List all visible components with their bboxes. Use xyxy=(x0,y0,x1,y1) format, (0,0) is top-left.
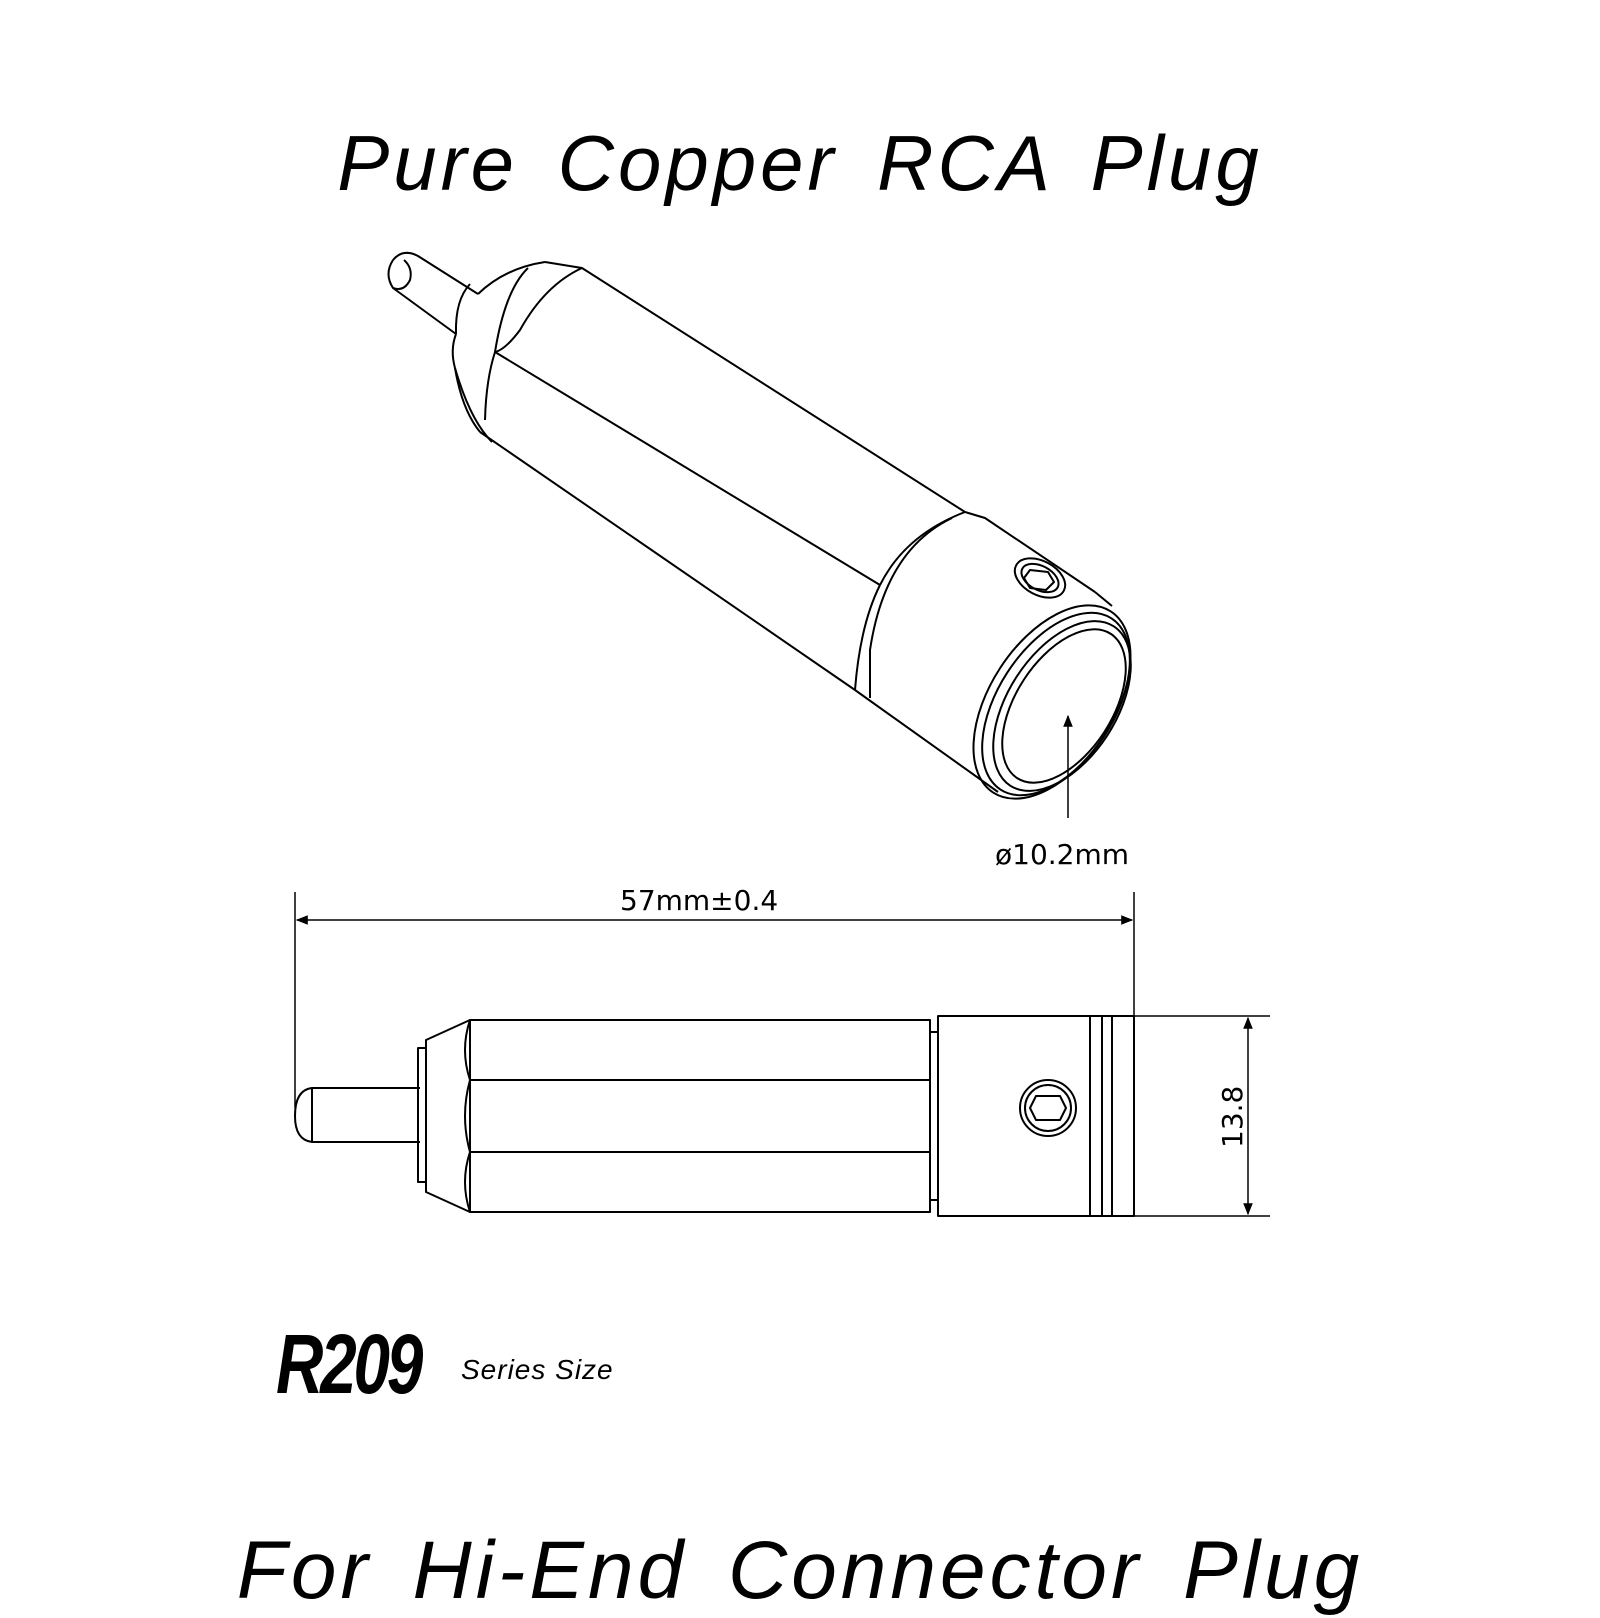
side-sleeve xyxy=(929,1015,1091,1217)
series-size-label: Series Size xyxy=(461,1354,614,1385)
side-view xyxy=(294,1015,1135,1217)
side-hex-body xyxy=(464,1019,931,1213)
perspective-collar xyxy=(451,261,546,433)
height-dimension xyxy=(1134,1015,1270,1217)
side-end-rings xyxy=(1089,1015,1135,1217)
perspective-pin xyxy=(387,251,479,335)
side-collar xyxy=(417,1019,471,1213)
side-pin xyxy=(294,1087,420,1143)
diameter-label: ø10.2mm xyxy=(995,838,1129,871)
perspective-end-face xyxy=(972,604,1132,800)
perspective-hex-body xyxy=(454,261,966,691)
title-top: Pure Copper RCA Plug xyxy=(337,119,1263,207)
length-dimension xyxy=(294,892,1135,1108)
perspective-set-screw xyxy=(1013,557,1067,599)
perspective-sleeve xyxy=(854,511,1113,793)
series-size: R209 Series Size xyxy=(276,1316,613,1413)
side-set-screw xyxy=(1019,1079,1077,1137)
height-label: 13.8 xyxy=(1216,1086,1249,1148)
model-number: R209 xyxy=(276,1317,423,1411)
perspective-view xyxy=(387,251,1132,800)
title-bottom: For Hi-End Connector Plug xyxy=(236,1525,1364,1616)
length-label: 57mm±0.4 xyxy=(620,884,778,917)
